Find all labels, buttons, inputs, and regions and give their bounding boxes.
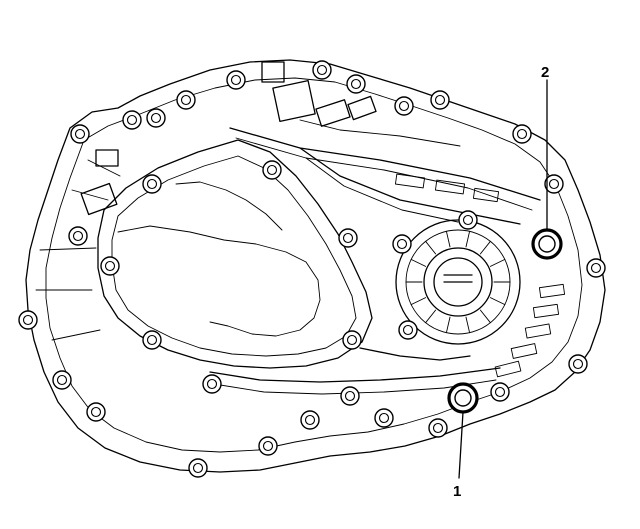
left-rib-1 xyxy=(39,247,97,251)
cast-surface-line xyxy=(117,225,321,337)
flange-bolt xyxy=(338,228,358,248)
hub-spoke xyxy=(465,230,471,248)
flange-bolt xyxy=(568,354,588,374)
flange-bolt xyxy=(68,226,88,246)
upper-rib-3 xyxy=(299,119,461,147)
hub-spokes xyxy=(405,230,511,334)
flange-bolt xyxy=(18,310,38,330)
flange-bolt xyxy=(86,402,106,422)
top-lugs xyxy=(80,61,377,216)
lower-diag-rib xyxy=(359,347,471,361)
flange-bolt xyxy=(430,90,450,110)
left-rib-3 xyxy=(51,329,101,341)
flange-bolt xyxy=(342,330,362,350)
flange-bolt xyxy=(340,386,360,406)
flange-bolt xyxy=(188,458,208,478)
flange-bolt xyxy=(458,210,478,230)
hub-spoke xyxy=(479,309,491,324)
plug-1 xyxy=(447,382,479,414)
right-slots xyxy=(394,173,566,378)
flange-bolt xyxy=(142,330,162,350)
hub-spoke xyxy=(489,258,506,267)
hub-spoke xyxy=(465,316,471,334)
upper-rib-2 xyxy=(235,137,533,211)
flange-bolt xyxy=(374,408,394,428)
flange-bolt xyxy=(312,60,332,80)
flange-bolt xyxy=(176,90,196,110)
flange-bolt xyxy=(428,418,448,438)
flange-bolt xyxy=(142,174,162,194)
callout-2: 2 xyxy=(541,64,549,81)
flange-bolt xyxy=(52,370,72,390)
hub-spoke xyxy=(410,297,427,306)
hub-spoke xyxy=(445,316,451,334)
cast-surface-line-2 xyxy=(175,181,283,231)
bearing-cover-outline xyxy=(97,139,373,369)
leader-line-1 xyxy=(458,411,464,479)
flange-bolt xyxy=(226,70,246,90)
diag-rib-2 xyxy=(305,157,459,223)
flange-bolt xyxy=(512,124,532,144)
hub-spoke xyxy=(425,240,437,255)
hub-spoke xyxy=(445,230,451,248)
flange-bolt xyxy=(146,108,166,128)
flange-bolts xyxy=(18,60,606,478)
flange-bolt xyxy=(346,74,366,94)
lower-rib-1 xyxy=(209,367,501,383)
bearing-cover-inner xyxy=(111,155,357,357)
flange-bolt xyxy=(262,160,282,180)
flange-bolt xyxy=(394,96,414,116)
upper-rib-1 xyxy=(229,127,541,201)
flange-bolt xyxy=(586,258,606,278)
hub-spoke xyxy=(410,258,427,267)
flange-bolt xyxy=(300,410,320,430)
flange-bolt xyxy=(490,382,510,402)
flange-bolt xyxy=(392,234,412,254)
housing-inner-rim xyxy=(45,77,583,453)
flange-bolt xyxy=(544,174,564,194)
flange-bolt xyxy=(70,124,90,144)
plug-2 xyxy=(531,228,563,260)
flange-bolt xyxy=(258,436,278,456)
hub-spoke xyxy=(425,309,437,324)
flange-bolt xyxy=(202,374,222,394)
flange-bolt xyxy=(398,320,418,340)
hub-spoke xyxy=(489,297,506,306)
callout-1: 1 xyxy=(453,483,461,500)
left-rib-5 xyxy=(87,159,121,177)
flange-bolt xyxy=(100,256,120,276)
flange-bolt xyxy=(122,110,142,130)
hub-spoke xyxy=(479,240,491,255)
diag-rib xyxy=(299,147,521,225)
left-rib-4 xyxy=(71,189,109,201)
